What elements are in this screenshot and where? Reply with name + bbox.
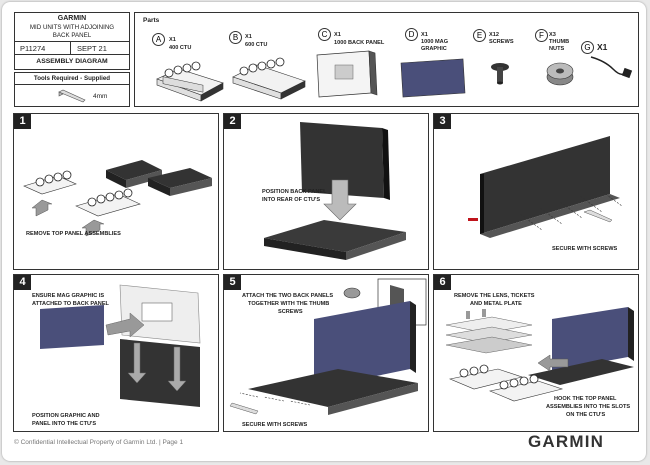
issue-date: SEPT 21 — [77, 44, 107, 53]
document-type: ASSEMBLY DIAGRAM — [36, 58, 108, 65]
title-block: GARMIN MID UNITS WITH ADJOINING BACK PAN… — [14, 12, 130, 70]
step-4-panel: 4 ENSURE MAG GRAPHIC IS ATTACHED TO BACK… — [13, 274, 219, 432]
step-1-illustration — [23, 160, 212, 237]
part-f-name-1: THUMB — [549, 39, 570, 45]
part-e-letter: E — [473, 29, 486, 42]
part-f-letter: F — [535, 29, 548, 42]
step-2-illustration — [264, 122, 406, 260]
step-5-panel: 5 ATTACH THE TWO BACK PANELS TOGETHER WI… — [223, 274, 429, 432]
step-5-caption-1: ATTACH THE TWO BACK PANELS — [242, 293, 334, 299]
part-d-qty: X1 — [421, 32, 428, 38]
screw-illustration — [491, 63, 509, 85]
step-4-number: 4 — [14, 275, 31, 290]
step-4-caption-4: POSITION GRAPHIC AND — [32, 413, 100, 419]
tools-block: Tools Required - Supplied 4mm — [14, 72, 130, 107]
step-1-panel: 1 REMOVE TOP PANEL ASSEMBLIES — [13, 113, 219, 270]
step-4-caption-5: PANEL INTO THE CTU'S — [32, 421, 97, 427]
step-5-caption-4: SECURE WITH SCREWS — [242, 422, 308, 428]
footer-confidential: © Confidential Intellectual Property of … — [14, 439, 184, 446]
assembly-sheet: GARMIN MID UNITS WITH ADJOINING BACK PAN… — [2, 2, 646, 461]
part-c-letter: C — [318, 28, 331, 41]
part-g-letter: G — [581, 41, 594, 54]
back-panel-illustration — [316, 50, 378, 98]
step-6-caption-2: AND METAL PLATE — [470, 301, 522, 307]
step-5-number: 5 — [224, 275, 241, 290]
ctu-400-illustration — [156, 61, 224, 102]
step-6-illustration — [445, 307, 634, 402]
part-c-qty: X1 — [334, 32, 341, 38]
step-2-panel: 2 POSITION BACK PANEL INTO REAR OF CTU'S — [223, 113, 429, 270]
part-d-name-1: 1000 MAG — [421, 39, 449, 45]
step-4-caption-1: ENSURE MAG GRAPHIC IS — [32, 293, 105, 299]
part-number: P11274 — [20, 44, 46, 53]
mag-graphic-illustration — [400, 58, 466, 98]
thumb-nut-illustration — [546, 62, 574, 86]
power-cable-illustration — [590, 56, 633, 79]
allen-key-icon — [58, 89, 86, 103]
step-6-caption-4: HOOK THE TOP PANEL — [554, 396, 617, 402]
step-6-caption-5: ASSEMBLIES INTO THE SLOTS — [546, 404, 631, 410]
part-c-name: 1000 BACK PANEL — [334, 40, 385, 46]
part-d-letter: D — [405, 28, 418, 41]
title-brand: GARMIN — [57, 15, 87, 22]
part-f-name-2: NUTS — [549, 46, 565, 52]
step-5-illustration — [229, 278, 427, 415]
part-b-letter: B — [229, 31, 242, 44]
step-3-caption: SECURE WITH SCREWS — [552, 246, 618, 252]
ctu-600-illustration — [232, 57, 306, 100]
tool-size: 4mm — [93, 93, 108, 100]
step-3-number: 3 — [434, 114, 451, 129]
part-a-letter: A — [152, 33, 165, 46]
step-2-caption-2: INTO REAR OF CTU'S — [262, 197, 321, 203]
step-1-caption: REMOVE TOP PANEL ASSEMBLIES — [26, 231, 121, 237]
step-3-illustration — [468, 136, 623, 238]
footer-garmin-logo: GARMIN — [528, 432, 605, 451]
step-1-number: 1 — [14, 114, 31, 129]
part-a-qty: X1 — [169, 37, 176, 43]
part-d-name-2: GRAPHIC — [421, 46, 447, 52]
title-line-1: MID UNITS WITH ADJOINING — [29, 24, 115, 31]
part-e-name: SCREWS — [489, 39, 514, 45]
part-e-qty: X12 — [489, 32, 499, 38]
part-b-name: 600 CTU — [245, 42, 268, 48]
part-f-qty: X3 — [549, 32, 556, 38]
part-g-qty: X1 — [597, 42, 608, 52]
part-a-name: 400 CTU — [169, 45, 192, 51]
step-4-caption-2: ATTACHED TO BACK PANEL — [32, 301, 109, 307]
parts-heading: Parts — [143, 17, 160, 24]
step-6-number: 6 — [434, 275, 451, 290]
step-6-caption-6: ON THE CTU'S — [566, 412, 606, 418]
step-2-number: 2 — [224, 114, 241, 129]
tools-heading: Tools Required - Supplied — [33, 75, 111, 82]
part-b-qty: X1 — [245, 34, 252, 40]
step-5-caption-2: TOGETHER WITH THE THUMB — [248, 301, 330, 307]
step-6-caption-1: REMOVE THE LENS, TICKETS — [454, 293, 535, 299]
title-line-2: BACK PANEL — [52, 32, 92, 39]
step-4-illustration — [40, 284, 201, 407]
step-3-panel: 3 SECURE WITH SCREWS — [433, 113, 639, 270]
parts-box: Parts A X1 400 CTU B X1 600 CTU C X — [134, 12, 639, 107]
step-5-caption-3: SCREWS — [278, 309, 303, 315]
step-2-caption-1: POSITION BACK PANEL — [262, 189, 327, 195]
step-6-panel: 6 REMOVE THE LENS, TICKETS AND METAL PLA… — [433, 274, 639, 432]
